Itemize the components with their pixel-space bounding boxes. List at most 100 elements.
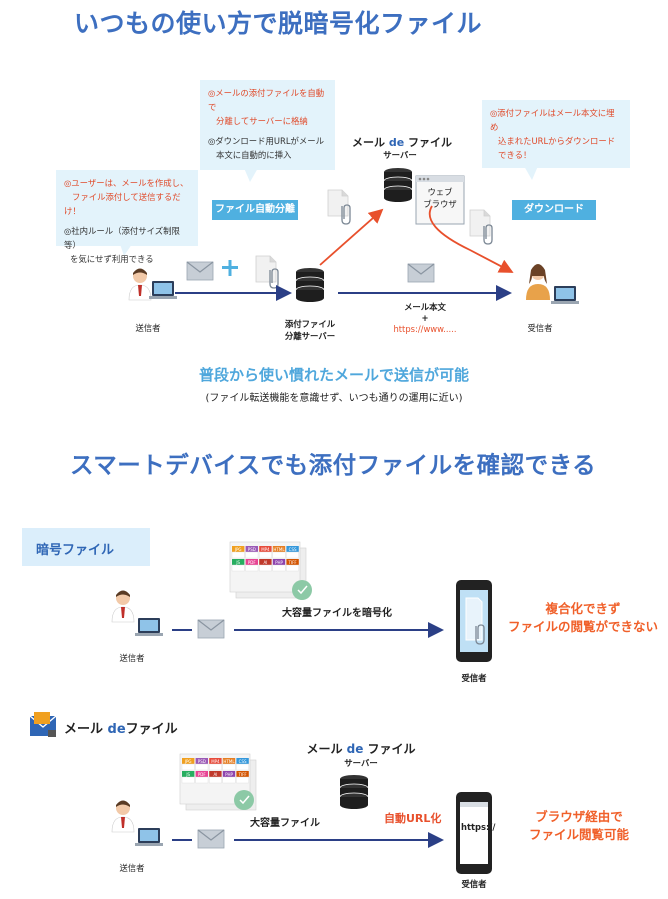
section2-title: スマートデバイスでも添付ファイルを確認できる bbox=[70, 451, 597, 479]
grid1-chip-jpg bbox=[232, 546, 245, 552]
lock-badge-icon bbox=[292, 580, 312, 600]
grid2-chip-psd bbox=[195, 758, 208, 764]
brand2-prefix: メール bbox=[306, 742, 347, 756]
sender-laptop-icon bbox=[149, 281, 177, 299]
grid1-chip-page-mp4 bbox=[259, 551, 272, 559]
tab-encrypted-bg bbox=[22, 528, 150, 566]
mail-envelope-icon-4 bbox=[197, 829, 225, 849]
auto-url-label: 自動URL化 bbox=[384, 812, 442, 825]
grid1-chip-page-css bbox=[286, 551, 299, 559]
grid2-chip-label-ai: AI bbox=[213, 772, 217, 777]
grid2-chip-page-tiff bbox=[236, 776, 249, 784]
mdf-result: ブラウザ経由で ファイル閲覧可能 bbox=[514, 808, 644, 844]
grid2-chip-label-pdf: PDF bbox=[198, 772, 206, 777]
bubble-mid-line2b: 本文に自動的に挿入 bbox=[216, 150, 292, 160]
grid1-chip-mp4 bbox=[259, 546, 272, 552]
mdf-logo-prefix: メール bbox=[64, 722, 108, 737]
sender-label-2: 送信者 bbox=[119, 653, 145, 663]
encrypted-result-2: ファイルの閲覧ができない bbox=[508, 619, 659, 634]
bubble-mid-line1b: 分離してサーバーに格納 bbox=[216, 116, 308, 126]
receiver-person-icon bbox=[526, 264, 550, 300]
brand-de: de bbox=[388, 136, 405, 149]
mail-envelope-icon bbox=[186, 261, 214, 281]
grid2-chip-mp4 bbox=[209, 758, 222, 764]
encrypted-result-1: 複合化できず bbox=[545, 601, 621, 616]
brand-suffix: ファイル bbox=[404, 136, 453, 149]
web-browser-icon bbox=[415, 175, 465, 225]
section1-title: いつもの使い方で脱暗号化ファイル bbox=[74, 9, 483, 38]
grid1-chip-page-pdf bbox=[245, 564, 259, 572]
grid2-chip-page-css bbox=[236, 763, 249, 771]
bubble-right-line1b: 込まれたURLからダウンロード bbox=[498, 136, 616, 146]
tag-auto-split: ファイル自動分離 bbox=[212, 200, 298, 220]
grid1-chip-css bbox=[286, 546, 299, 552]
grid2-chip-jpg bbox=[182, 758, 195, 764]
sender-laptop-icon-2 bbox=[135, 618, 163, 636]
grid2-chip-page-ai bbox=[208, 776, 222, 784]
mdf-logo-icon bbox=[29, 712, 57, 737]
bubble-right-line1c: できる！ bbox=[498, 150, 532, 160]
bubble-left: ◎ユーザーは、メールを作成し、 ファイル添付して送信するだけ！ ◎社内ルール（添… bbox=[56, 170, 198, 264]
split-server-label-1: 添付ファイル bbox=[284, 319, 336, 329]
grid1-chip-page-js bbox=[231, 564, 245, 572]
smartphone-icon-1 bbox=[456, 580, 492, 662]
mdf-result-1: ブラウザ経由で bbox=[535, 809, 623, 824]
grid2-chip-ai bbox=[209, 771, 222, 777]
grid1-chip-pdf bbox=[245, 559, 258, 565]
bubble-mid-line1a: ◎メールの添付ファイルを自動で bbox=[208, 88, 325, 112]
grid1-chip-label-jpg: JPG bbox=[234, 547, 242, 552]
split-server-label-2: 分離サーバー bbox=[284, 331, 336, 341]
brand2-de: de bbox=[346, 742, 364, 756]
grid2-chip-label-php: PHP bbox=[225, 772, 233, 777]
phone-url: https:// bbox=[461, 822, 496, 832]
bubble-tail-right bbox=[524, 166, 538, 180]
grid2-chip-pdf bbox=[195, 771, 208, 777]
tab-encrypted[interactable]: 暗号ファイル bbox=[36, 543, 115, 558]
uploaded-doc-icon bbox=[327, 189, 349, 217]
tag-download: ダウンロード bbox=[512, 200, 596, 220]
grid2-chip-page-mp4 bbox=[208, 763, 222, 771]
browser-label-1: ウェブ bbox=[427, 187, 453, 197]
mail-body-plus: + bbox=[421, 313, 429, 323]
grid1-chip-label-js: JS bbox=[235, 560, 240, 565]
mail-body-label: メール本文 + https://www..... bbox=[390, 302, 460, 335]
mdf-server-icon bbox=[383, 167, 413, 203]
bubble-left-line1b: ファイル添付して送信するだけ！ bbox=[64, 192, 181, 216]
bubble-right-line1a: ◎添付ファイルはメール本文に埋め bbox=[490, 108, 615, 132]
grid1-chip-ai bbox=[259, 559, 272, 565]
grid2-chip-page-jpg bbox=[181, 763, 195, 771]
grid1-chip-label-html: HTML bbox=[273, 547, 285, 552]
bubble-left-line2b: を気にせず利用できる bbox=[70, 254, 154, 264]
download-doc-icon bbox=[469, 209, 491, 237]
grid1-chip-psd bbox=[245, 546, 258, 552]
grid2-chip-php bbox=[222, 771, 236, 777]
sender-person-icon-2 bbox=[111, 590, 135, 623]
bubble-tail-left bbox=[120, 244, 132, 256]
check-icon bbox=[297, 585, 308, 595]
grid2-chip-html bbox=[222, 758, 236, 764]
arrow-browser-to-receiver bbox=[428, 205, 514, 273]
bubble-tail-mid bbox=[244, 168, 258, 182]
section1-subline: (ファイル転送機能を意識せず、いつも通りの運用に近い) bbox=[205, 393, 463, 404]
bubble-left-line2a: ◎社内ルール（添付サイズ制限等） bbox=[64, 226, 180, 250]
sender-label: 送信者 bbox=[135, 323, 161, 333]
grid1-chip-js bbox=[232, 559, 245, 565]
grid2-chip-page-html bbox=[222, 763, 236, 771]
grid2-chip-page-pdf bbox=[195, 776, 209, 784]
grid1-chip-label-psd: PSD bbox=[248, 547, 256, 552]
mdf-server-brand-2: メール de ファイル bbox=[306, 740, 416, 757]
brand2-suffix: ファイル bbox=[363, 742, 416, 756]
grid1-chip-label-css: CSS bbox=[289, 547, 297, 552]
mdf-server-icon-2 bbox=[339, 774, 369, 810]
grid2-chip-js bbox=[182, 771, 195, 777]
section1-headline: 普段から使い慣れたメールで送信が可能 bbox=[198, 366, 469, 384]
grid1-chip-label-pdf: PDF bbox=[248, 560, 256, 565]
grid2-chip-label-js: JS bbox=[185, 772, 190, 777]
bubble-mid: ◎メールの添付ファイルを自動で 分離してサーバーに格納 ◎ダウンロード用URLが… bbox=[200, 80, 335, 170]
grid1-chip-php bbox=[272, 559, 286, 565]
brand-prefix: メール bbox=[352, 136, 389, 149]
mdf-server-label: サーバー bbox=[383, 150, 417, 160]
